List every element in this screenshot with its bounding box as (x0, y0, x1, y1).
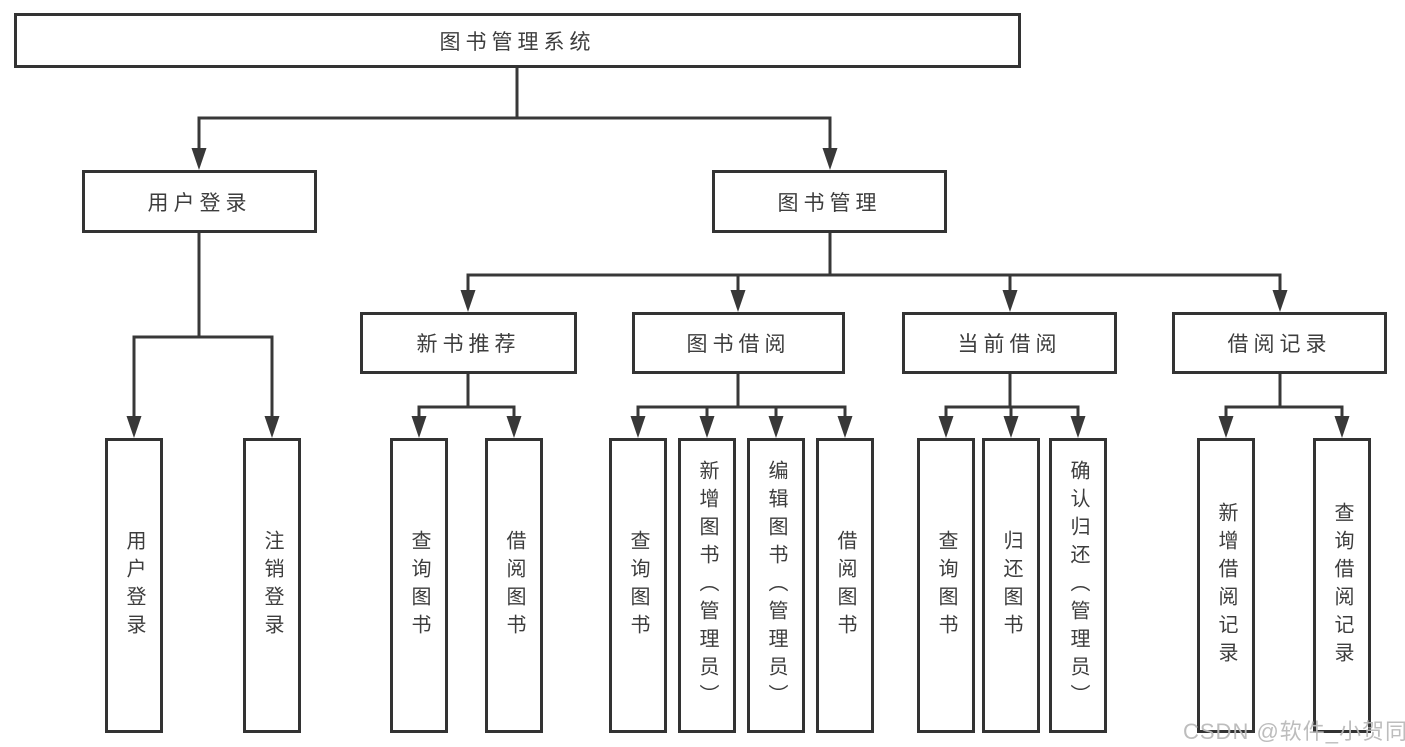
node-label: 归还图书 (1000, 529, 1022, 642)
connector-root-split (191, 66, 838, 170)
arrowhead-icon (411, 416, 427, 438)
node-label: 当前借阅 (957, 333, 1062, 356)
arrowhead-icon (699, 416, 715, 438)
node-label: 借阅记录 (1227, 333, 1332, 356)
node-current-borrowing: 当前借阅 (902, 312, 1117, 374)
node-book-borrowing: 图书借阅 (632, 312, 845, 374)
csdn-watermark: CSDN @软件_小贺同学 (1183, 719, 1405, 744)
arrowhead-icon (1003, 416, 1019, 438)
arrowhead-icon (264, 416, 280, 438)
node-label: 借阅图书 (503, 529, 525, 642)
node-label: 新增借阅记录 (1215, 501, 1237, 670)
node-label: 用户登录 (147, 191, 252, 215)
node-library-management-system: 图书管理系统 (14, 13, 1021, 68)
node-label: 图书管理 (777, 191, 882, 215)
connector-book-borrow-split (630, 372, 853, 438)
node-label: 用户登录 (123, 529, 145, 642)
leaf-borrow-books-recommend: 借阅图书 (485, 438, 543, 733)
node-label: 编辑图书（管理员） (765, 459, 787, 712)
node-borrowing-records: 借阅记录 (1172, 312, 1387, 374)
node-label: 图书管理系统 (439, 30, 596, 54)
node-label: 借阅图书 (834, 529, 856, 642)
node-label: 确认归还（管理员） (1067, 459, 1089, 712)
arrowhead-icon (460, 290, 476, 312)
leaf-add-borrow-record: 新增借阅记录 (1197, 438, 1255, 733)
arrowhead-icon (506, 416, 522, 438)
arrowhead-icon (938, 416, 954, 438)
arrowhead-icon (1272, 290, 1288, 312)
leaf-confirm-return-admin: 确认归还（管理员） (1049, 438, 1107, 733)
leaf-query-borrow-record: 查询借阅记录 (1313, 438, 1371, 733)
connector-borrow-records-split (1218, 372, 1350, 438)
arrowhead-icon (1002, 290, 1018, 312)
node-label: 查询图书 (935, 529, 957, 642)
arrowhead-icon (1218, 416, 1234, 438)
arrowhead-icon (768, 416, 784, 438)
leaf-query-books-current: 查询图书 (917, 438, 975, 733)
leaf-return-books: 归还图书 (982, 438, 1040, 733)
node-new-book-recommend: 新书推荐 (360, 312, 577, 374)
node-book-management: 图书管理 (712, 170, 947, 233)
connector-new-book-split (411, 372, 522, 438)
leaf-borrow-books-borrowing: 借阅图书 (816, 438, 874, 733)
arrowhead-icon (822, 148, 838, 170)
node-label: 注销登录 (261, 529, 283, 642)
arrowhead-icon (730, 290, 746, 312)
connector-current-borrow-split (938, 372, 1086, 438)
node-label: 查询图书 (627, 529, 649, 642)
leaf-logout: 注销登录 (243, 438, 301, 733)
node-label: 查询借阅记录 (1331, 501, 1353, 670)
node-label: 查询图书 (408, 529, 430, 642)
leaf-edit-book-admin: 编辑图书（管理员） (747, 438, 805, 733)
node-user-login-group: 用户登录 (82, 170, 317, 233)
arrowhead-icon (630, 416, 646, 438)
arrowhead-icon (191, 148, 207, 170)
leaf-add-book-admin: 新增图书（管理员） (678, 438, 736, 733)
arrowhead-icon (1070, 416, 1086, 438)
leaf-query-books-borrowing: 查询图书 (609, 438, 667, 733)
connector-book-management-split (460, 231, 1288, 312)
arrowhead-icon (1334, 416, 1350, 438)
arrowhead-icon (837, 416, 853, 438)
node-label: 新书推荐 (416, 333, 521, 356)
node-label: 新增图书（管理员） (696, 459, 718, 712)
node-label: 图书借阅 (686, 333, 791, 356)
connector-user-login-split (126, 231, 280, 438)
leaf-query-books-recommend: 查询图书 (390, 438, 448, 733)
arrowhead-icon (126, 416, 142, 438)
leaf-user-login: 用户登录 (105, 438, 163, 733)
